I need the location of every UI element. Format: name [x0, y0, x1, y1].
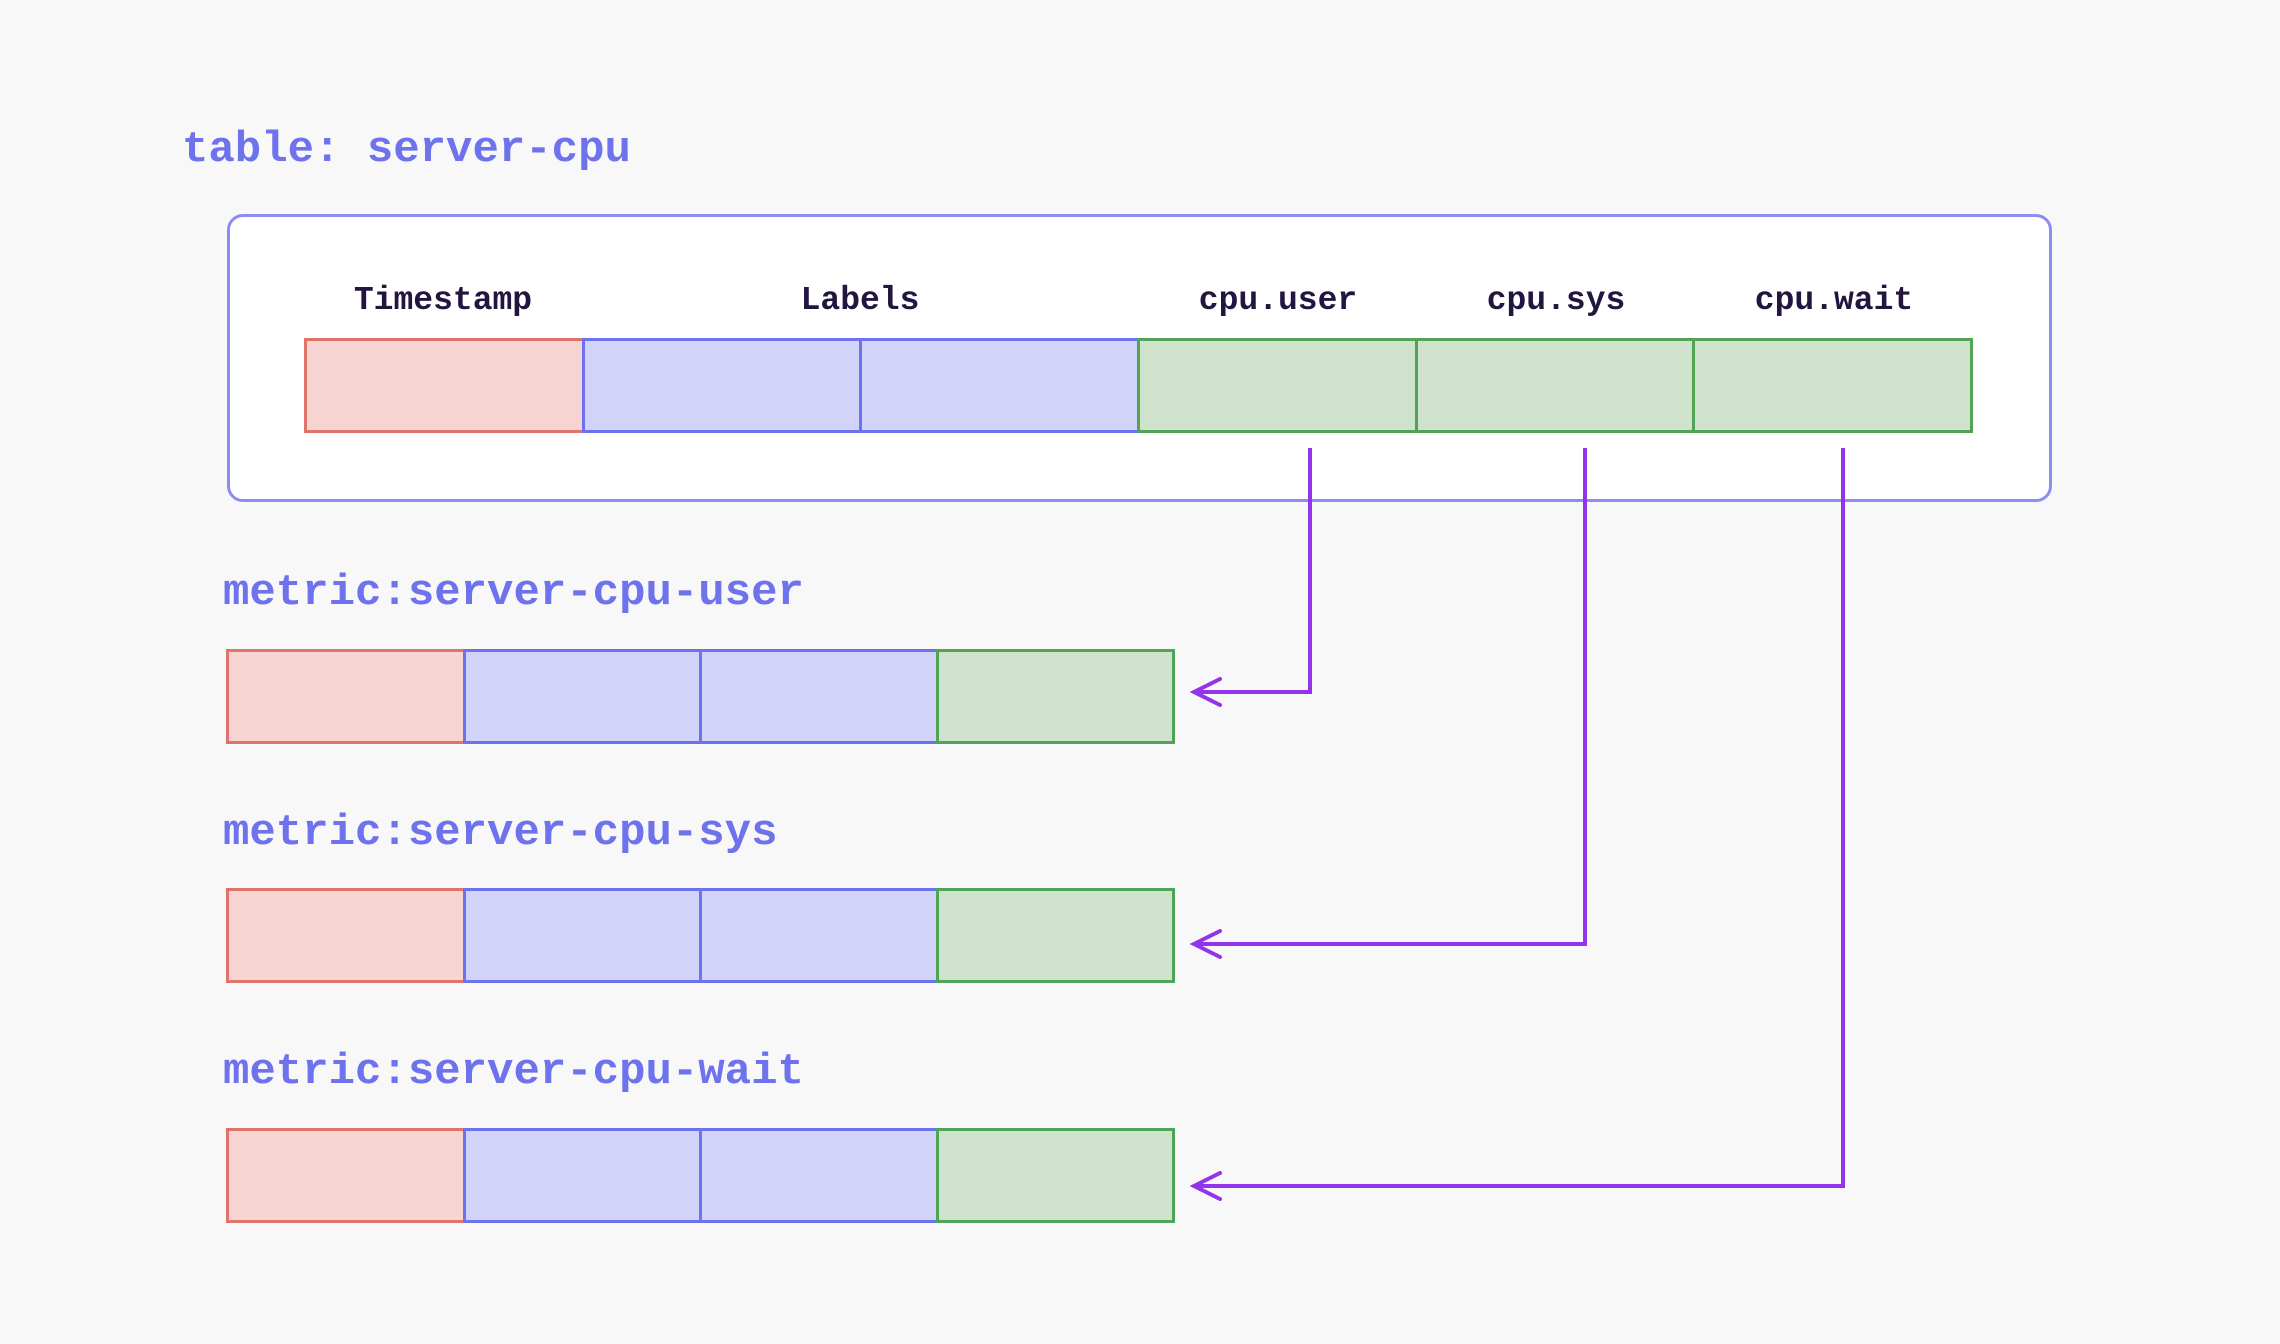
metric-wait-cell-value: [935, 1128, 1175, 1223]
metric-sys-cell-timestamp: [226, 888, 466, 983]
table-cell-timestamp: [304, 338, 585, 433]
metric-sys-cell-label-1: [462, 888, 702, 983]
arrow-head-icon: [1189, 677, 1222, 707]
metric-label-sys: metric:server-cpu-sys: [223, 808, 778, 858]
table-cell-label-1: [581, 338, 863, 433]
column-header-timestamp: Timestamp: [353, 282, 533, 319]
metric-user-cell-timestamp: [226, 649, 466, 744]
arrow-head-icon: [1189, 1171, 1222, 1201]
table-cell-cpu-wait: [1692, 338, 1974, 433]
metric-wait-cell-label-2: [699, 1128, 939, 1223]
arrow-cpu-sys-to-metric-sys: [1189, 448, 1587, 959]
metric-wait-cell-label-1: [462, 1128, 702, 1223]
column-header-cpu-wait: cpu.wait: [1754, 282, 1914, 319]
arrow-cpu-wait-to-metric-wait: [1189, 448, 1845, 1201]
table-cell-label-2: [859, 338, 1141, 433]
metric-sys-cell-label-2: [699, 888, 939, 983]
table-title: table: server-cpu: [182, 125, 631, 175]
table-cell-cpu-user: [1137, 338, 1418, 433]
metric-user-cell-value: [935, 649, 1175, 744]
arrow-head-icon: [1189, 929, 1222, 959]
table-card: Timestamp Labels cpu.user cpu.sys cpu.wa…: [227, 214, 2052, 502]
metric-user-cell-label-1: [462, 649, 702, 744]
metric-row-wait: [226, 1128, 1175, 1223]
metric-label-wait: metric:server-cpu-wait: [223, 1047, 804, 1097]
metric-wait-cell-timestamp: [226, 1128, 466, 1223]
metric-row-sys: [226, 888, 1175, 983]
metric-user-cell-label-2: [699, 649, 939, 744]
metric-label-user: metric:server-cpu-user: [223, 568, 804, 618]
column-header-labels: Labels: [800, 282, 920, 319]
table-row: [304, 338, 1974, 433]
table-cell-cpu-sys: [1414, 338, 1696, 433]
column-header-cpu-sys: cpu.sys: [1486, 282, 1626, 319]
metric-row-user: [226, 649, 1175, 744]
metric-sys-cell-value: [935, 888, 1175, 983]
column-header-cpu-user: cpu.user: [1198, 282, 1358, 319]
